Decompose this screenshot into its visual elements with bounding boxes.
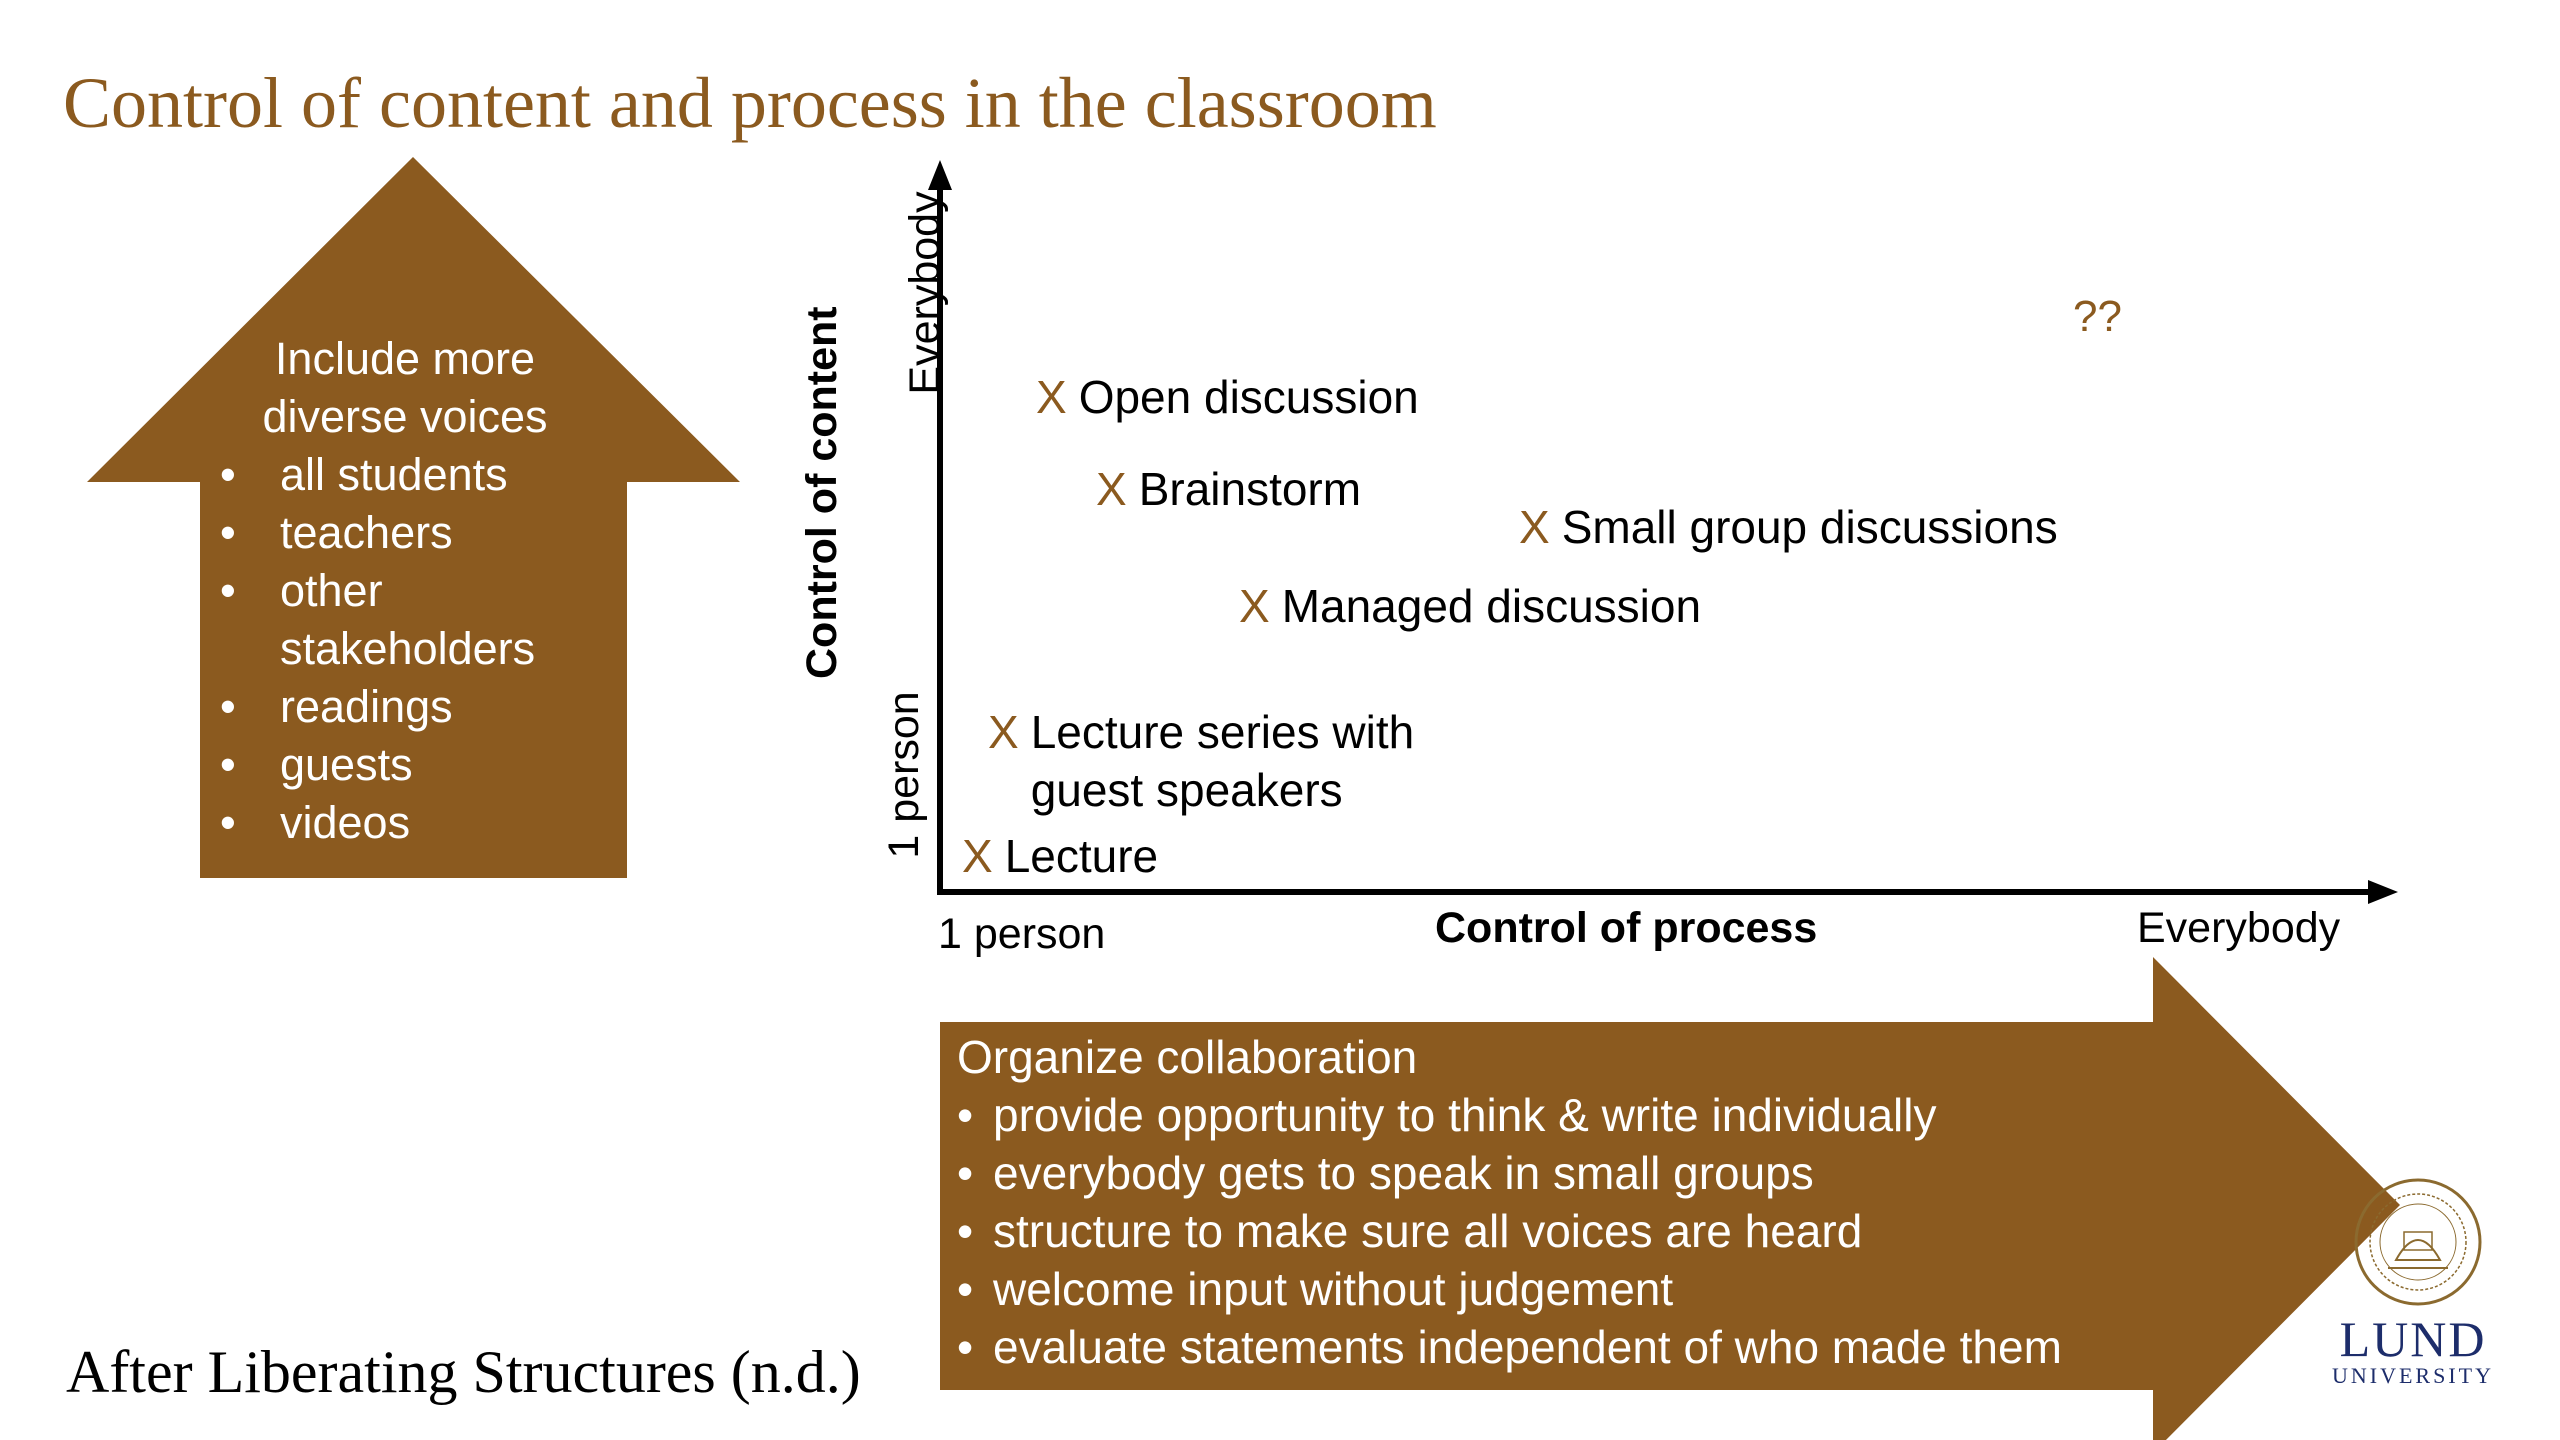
list-item: provide opportunity to think & write ind… [957,1086,2207,1144]
x-marker: X [988,706,1019,758]
list-item: all students [200,446,630,504]
y-axis-title: Control of content [798,306,846,679]
up-arrow-text: Include more diverse voices all students… [200,330,630,852]
logo-wordmark: LUND [2339,1311,2487,1367]
y-axis-min-label: 1 person [880,691,928,859]
x-axis-max-label: Everybody [2137,904,2341,952]
x-marker: X [1096,463,1127,515]
list-item: welcome input without judgement [957,1260,2207,1318]
list-item: everybody gets to speak in small groups [957,1144,2207,1202]
right-arrow-list: provide opportunity to think & write ind… [957,1086,2207,1376]
university-seal-icon [2354,1178,2482,1306]
x-axis-arrowhead [2368,880,2398,904]
up-arrow-heading: Include more diverse voices [262,333,548,442]
list-item: readings [200,678,630,736]
point-label: Lecture [1004,830,1159,882]
unknown-annotation: ?? [2073,292,2122,341]
x-marker: X [1519,501,1550,553]
y-axis-max-label: Everybody [901,191,949,395]
x-marker: X [1036,371,1067,423]
list-item: videos [200,794,630,852]
y-axis-arrowhead [928,160,952,190]
right-arrow-heading: Organize collaboration [957,1031,1418,1083]
logo-subtitle: UNIVERSITY [2332,1363,2494,1388]
point-label: Managed discussion [1281,580,1702,632]
x-axis-min-label: 1 person [938,910,1106,958]
list-item: structure to make sure all voices are he… [957,1202,2207,1260]
x-marker: X [1239,580,1270,632]
citation: After Liberating Structures (n.d.) [66,1339,861,1405]
x-marker: X [962,830,993,882]
list-item: other stakeholders [200,562,630,678]
up-arrow-list: all students teachers other stakeholders… [200,446,630,852]
list-item: evaluate statements independent of who m… [957,1318,2207,1376]
right-arrow-text: Organize collaboration provide opportuni… [957,1028,2207,1376]
point-label-line1: Lecture series with [1030,706,1415,758]
point-label: Open discussion [1078,371,1419,423]
x-axis-title: Control of process [1435,904,1818,952]
point-label-line2: guest speakers [1030,764,1343,816]
list-item: guests [200,736,630,794]
slide-title: Control of content and process in the cl… [63,63,1437,143]
list-item: teachers [200,504,630,562]
point-label: Brainstorm [1138,463,1362,515]
point-label: Small group discussions [1561,501,2058,553]
